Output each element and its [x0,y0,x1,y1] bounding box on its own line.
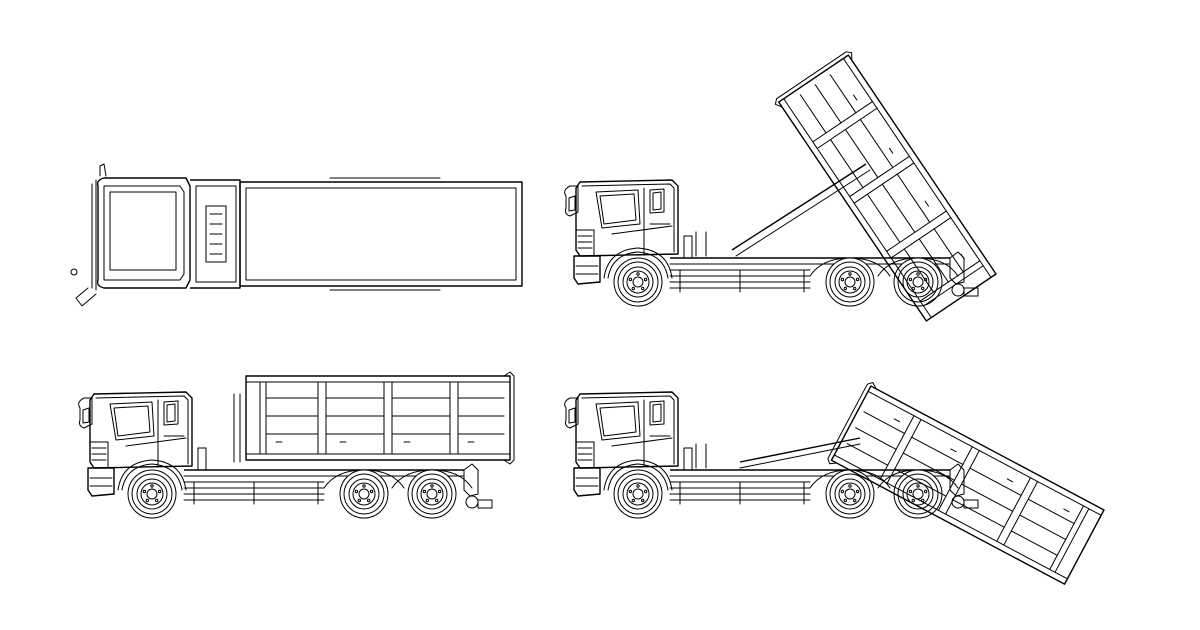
side-view-tipping-low-drawing [565,379,1107,589]
top-view-drawing [70,163,523,307]
side-view-loaded-drawing [79,371,515,518]
side-view-tipping-high-drawing [565,48,1001,324]
